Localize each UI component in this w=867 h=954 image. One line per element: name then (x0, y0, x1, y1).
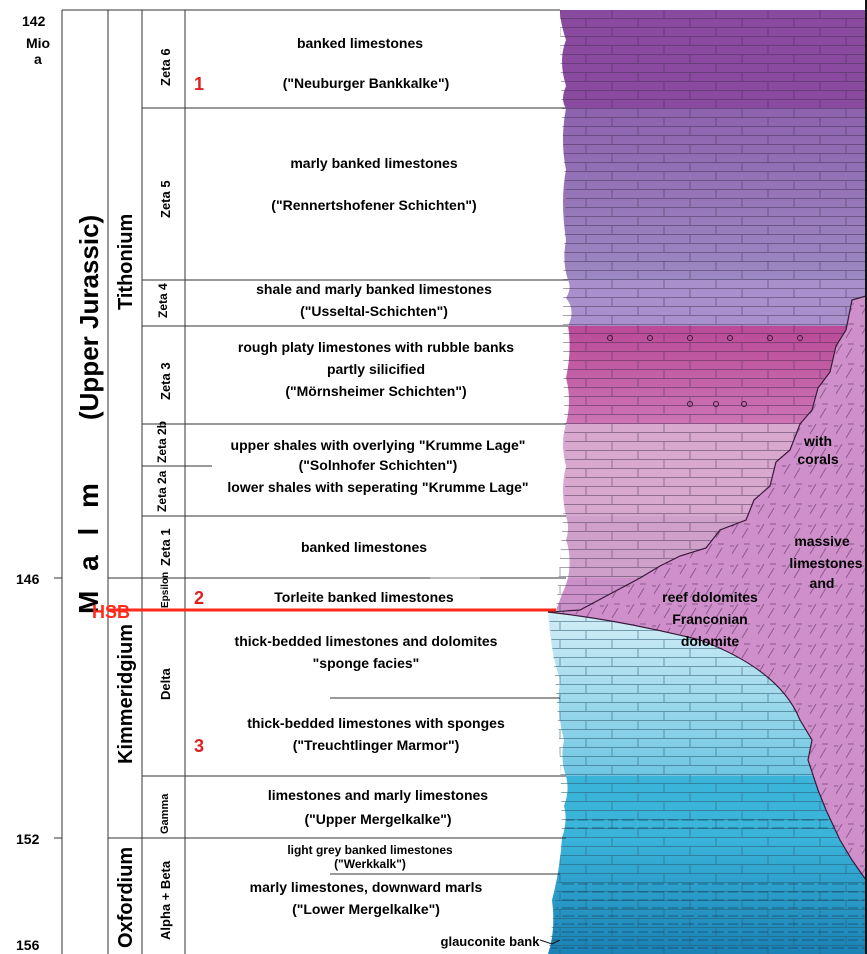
zone-label: Zeta 1 (158, 528, 173, 566)
reef-text: and (810, 575, 835, 591)
age-unit-2: a (34, 51, 42, 67)
stage-oxfordium: Oxfordium (115, 847, 137, 948)
unit-text: marly banked limestones (290, 155, 458, 171)
reef-overlay (548, 296, 866, 880)
reef-labels: with corals massive limestones and reef … (662, 433, 863, 649)
zone-label: Delta (158, 667, 173, 700)
lithology-column (547, 0, 867, 954)
zone-label: Zeta 5 (158, 180, 173, 218)
unit-text: partly silicified (327, 361, 425, 377)
hsb-label: HSB (92, 602, 130, 622)
unit-text: glauconite bank (441, 934, 541, 949)
marker-3: 3 (194, 736, 204, 756)
rubble-marks (607, 335, 803, 407)
reef-outline (547, 295, 867, 881)
zone-label: Alpha + Beta (158, 860, 173, 940)
unit-text: shale and marly banked limestones (256, 281, 492, 297)
age-ticks (54, 577, 62, 839)
zone-label: Zeta 3 (158, 362, 173, 400)
zone-label: Zeta 2b (155, 421, 169, 463)
zone-label: Epsilon (160, 572, 171, 608)
zone-label: Zeta 4 (156, 283, 170, 318)
unit-text: ("Upper Mergelkalke") (304, 811, 451, 827)
glauconite-pointer (539, 939, 561, 945)
marker-1: 1 (194, 74, 204, 94)
reef-text: reef dolomites (662, 589, 758, 605)
marl-overlay (550, 880, 866, 954)
unit-text: light grey banked limestones (287, 843, 453, 857)
unit-text: thick-bedded limestones with sponges (247, 715, 505, 731)
marker-2: 2 (194, 588, 204, 608)
zone-label: Zeta 6 (158, 48, 173, 86)
stage-kimmeridgium: Kimmeridgium (115, 624, 137, 764)
reef-text: dolomite (681, 633, 740, 649)
zone-label: Zeta 2a (155, 470, 169, 512)
unit-text: limestones and marly limestones (268, 787, 488, 803)
reef-text: Franconian (672, 611, 747, 627)
age-unit-1: Mio (26, 35, 50, 51)
zone-labels: Zeta 6 Zeta 5 Zeta 4 Zeta 3 Zeta 2b Zeta… (155, 48, 173, 940)
reef-text: massive (794, 533, 849, 549)
stage-tithonium: Tithonium (115, 214, 137, 310)
column-frame (61, 9, 568, 954)
marl-overlay-gamma (564, 818, 866, 834)
reef-text: with (803, 433, 832, 449)
unit-text: Torleite banked limestones (274, 589, 454, 605)
age-tick-label: 156 (16, 937, 40, 953)
unit-text: lower shales with seperating "Krumme Lag… (227, 479, 528, 495)
unit-text: ("Neuburger Bankkalke") (283, 75, 450, 91)
unit-text: ("Treuchtlinger Marmor") (293, 737, 460, 753)
unit-text: rough platy limestones with rubble banks (238, 339, 514, 355)
unit-text: ("Lower Mergelkalke") (292, 901, 440, 917)
age-top: 142 (22, 13, 46, 29)
age-tick-label: 152 (16, 831, 40, 847)
unit-text: ("Mörnsheimer Schichten") (285, 383, 466, 399)
unit-text: banked limestones (301, 539, 427, 555)
unit-text: upper shales with overlying "Krumme Lage… (231, 437, 526, 453)
reef-text: limestones (789, 555, 862, 571)
age-tick-label: 146 (16, 571, 40, 587)
unit-text: "sponge facies" (313, 655, 420, 671)
reef-text: corals (797, 451, 838, 467)
unit-text: thick-bedded limestones and dolomites (235, 633, 498, 649)
unit-descriptions: banked limestones ("Neuburger Bankkalke"… (227, 35, 540, 949)
system-name: M a l m (73, 477, 104, 614)
zone-label: Gamma (159, 793, 171, 834)
unit-text: ("Solnhofer Schichten") (299, 457, 458, 473)
series-name: (Upper Jurassic) (74, 215, 104, 420)
unit-text: ("Usseltal-Schichten") (300, 303, 448, 319)
unit-text: ("Rennertshofener Schichten") (271, 197, 476, 213)
age-axis: 142 Mio a 146 152 156 (16, 13, 50, 953)
unit-text: banked limestones (297, 35, 423, 51)
unit-text: marly limestones, downward marls (250, 879, 483, 895)
unit-text: ("Werkkalk") (334, 857, 406, 871)
